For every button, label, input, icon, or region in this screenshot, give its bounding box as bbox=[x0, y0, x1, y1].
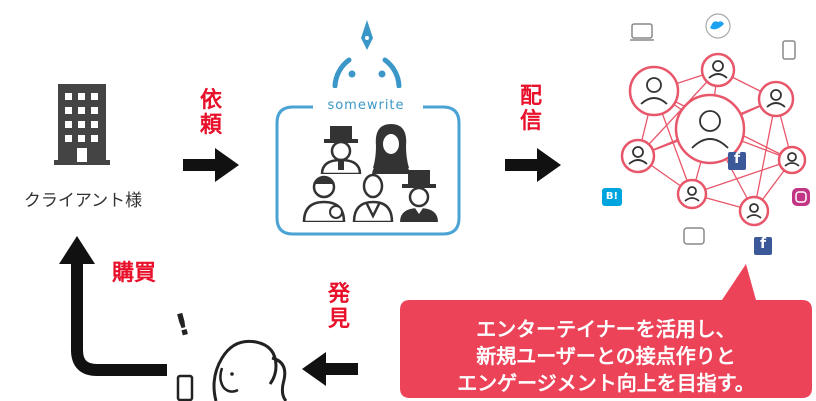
discover-label: 発 見 bbox=[326, 282, 352, 332]
discover-char-1: 発 bbox=[327, 282, 350, 307]
influencer-network bbox=[602, 13, 810, 255]
arrow-up-return-icon bbox=[59, 236, 167, 376]
building-icon bbox=[54, 84, 110, 165]
platform-box bbox=[275, 105, 461, 236]
facebook-badge: f bbox=[759, 236, 767, 252]
request-label: 依 頼 bbox=[198, 88, 224, 138]
callout-line-2: 新規ユーザーとの接点作りと bbox=[476, 344, 736, 368]
entertainer-kimono-icon bbox=[352, 173, 394, 222]
client-label: クライアント様 bbox=[23, 191, 143, 211]
facebook-badge: f bbox=[733, 151, 741, 167]
callout-line-1: エンターテイナーを活用し、 bbox=[476, 317, 736, 341]
discover-char-2: 見 bbox=[327, 307, 350, 332]
entertainer-hat-icon bbox=[320, 126, 362, 174]
platform-name: somewrite bbox=[327, 98, 405, 113]
distribute-char-2: 信 bbox=[519, 109, 542, 134]
callout-bubble bbox=[400, 264, 812, 398]
distribute-label: 配 信 bbox=[518, 84, 544, 134]
arrow-right-icon bbox=[183, 148, 239, 182]
entertainer-sport-icon bbox=[302, 175, 346, 222]
somewrite-logo-icon bbox=[332, 20, 402, 88]
purchase-label: 購買 bbox=[112, 261, 157, 286]
distribute-char-1: 配 bbox=[519, 84, 542, 109]
callout-line-3: エンゲージメント向上を目指す。 bbox=[457, 371, 755, 395]
hatena-badge: B! bbox=[605, 191, 619, 202]
entertainer-long-hair-icon bbox=[372, 124, 410, 174]
person-with-phone-icon bbox=[176, 339, 288, 401]
callout-text: エンターテイナーを活用し、 新規ユーザーとの接点作りと エンゲージメント向上を目… bbox=[400, 316, 812, 397]
request-char-2: 頼 bbox=[199, 113, 222, 138]
arrow-left-icon bbox=[302, 352, 358, 386]
entertainer-tophat-icon bbox=[400, 170, 438, 222]
arrow-right-icon bbox=[505, 148, 561, 182]
request-char-1: 依 bbox=[199, 88, 222, 113]
